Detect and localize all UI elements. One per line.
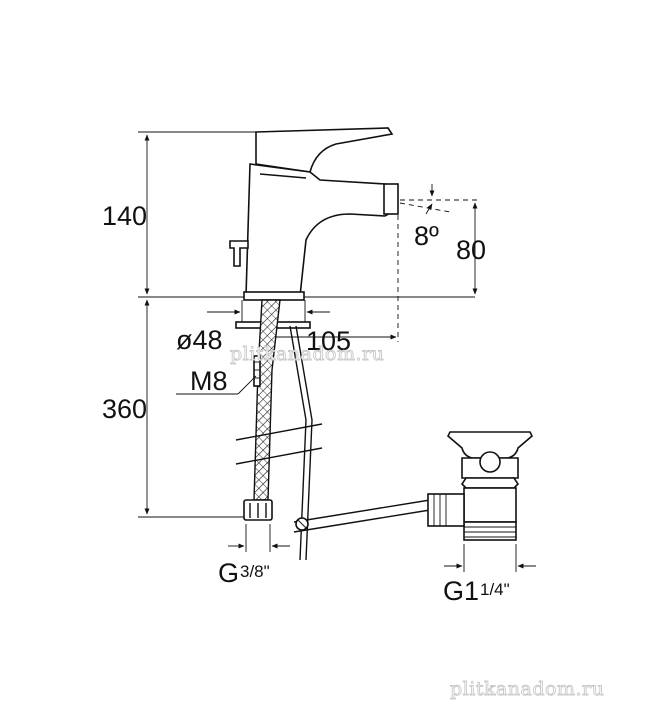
dimension-hose-connection (228, 524, 290, 552)
label-g-3-8: G 3/8" (218, 558, 270, 588)
label-m8: M8 (190, 366, 228, 396)
label-8-degrees: 8º (414, 221, 439, 251)
break-marks (235, 423, 323, 465)
dimension-waste-connection (444, 544, 536, 572)
dimension-height-140 (138, 131, 475, 298)
label-140: 140 (102, 201, 147, 231)
svg-text:3/8": 3/8" (240, 562, 270, 581)
threaded-stud-m8 (253, 355, 261, 387)
rod-linkage (293, 499, 431, 533)
spout-nozzle (383, 183, 399, 215)
drain-thread (463, 521, 517, 541)
flexible-hose (243, 299, 281, 521)
watermark-corner: plitkanadom.ru (450, 678, 604, 700)
mixer-spout-body (245, 163, 393, 297)
watermark-center: plitkanadom.ru (230, 343, 384, 365)
dimension-base-diameter (207, 300, 330, 322)
dimension-height-360 (138, 299, 250, 518)
label-g1-1-4: G1 1/4" (443, 576, 510, 606)
label-diameter-48: ø48 (176, 325, 223, 355)
mixer-body (229, 127, 399, 329)
lever-handle (255, 127, 394, 173)
waste-drain (427, 431, 533, 541)
dimension-angle-8 (399, 184, 451, 215)
svg-text:G1: G1 (443, 576, 479, 606)
popup-knob (229, 240, 249, 267)
drain-hole (479, 451, 501, 473)
label-360: 360 (102, 394, 147, 424)
label-105: 105 (306, 326, 351, 356)
popup-rod (289, 325, 313, 561)
svg-text:G: G (218, 558, 239, 588)
label-80: 80 (456, 235, 486, 265)
dimension-spout-height-80 (400, 199, 478, 295)
svg-text:1/4": 1/4" (480, 580, 510, 599)
